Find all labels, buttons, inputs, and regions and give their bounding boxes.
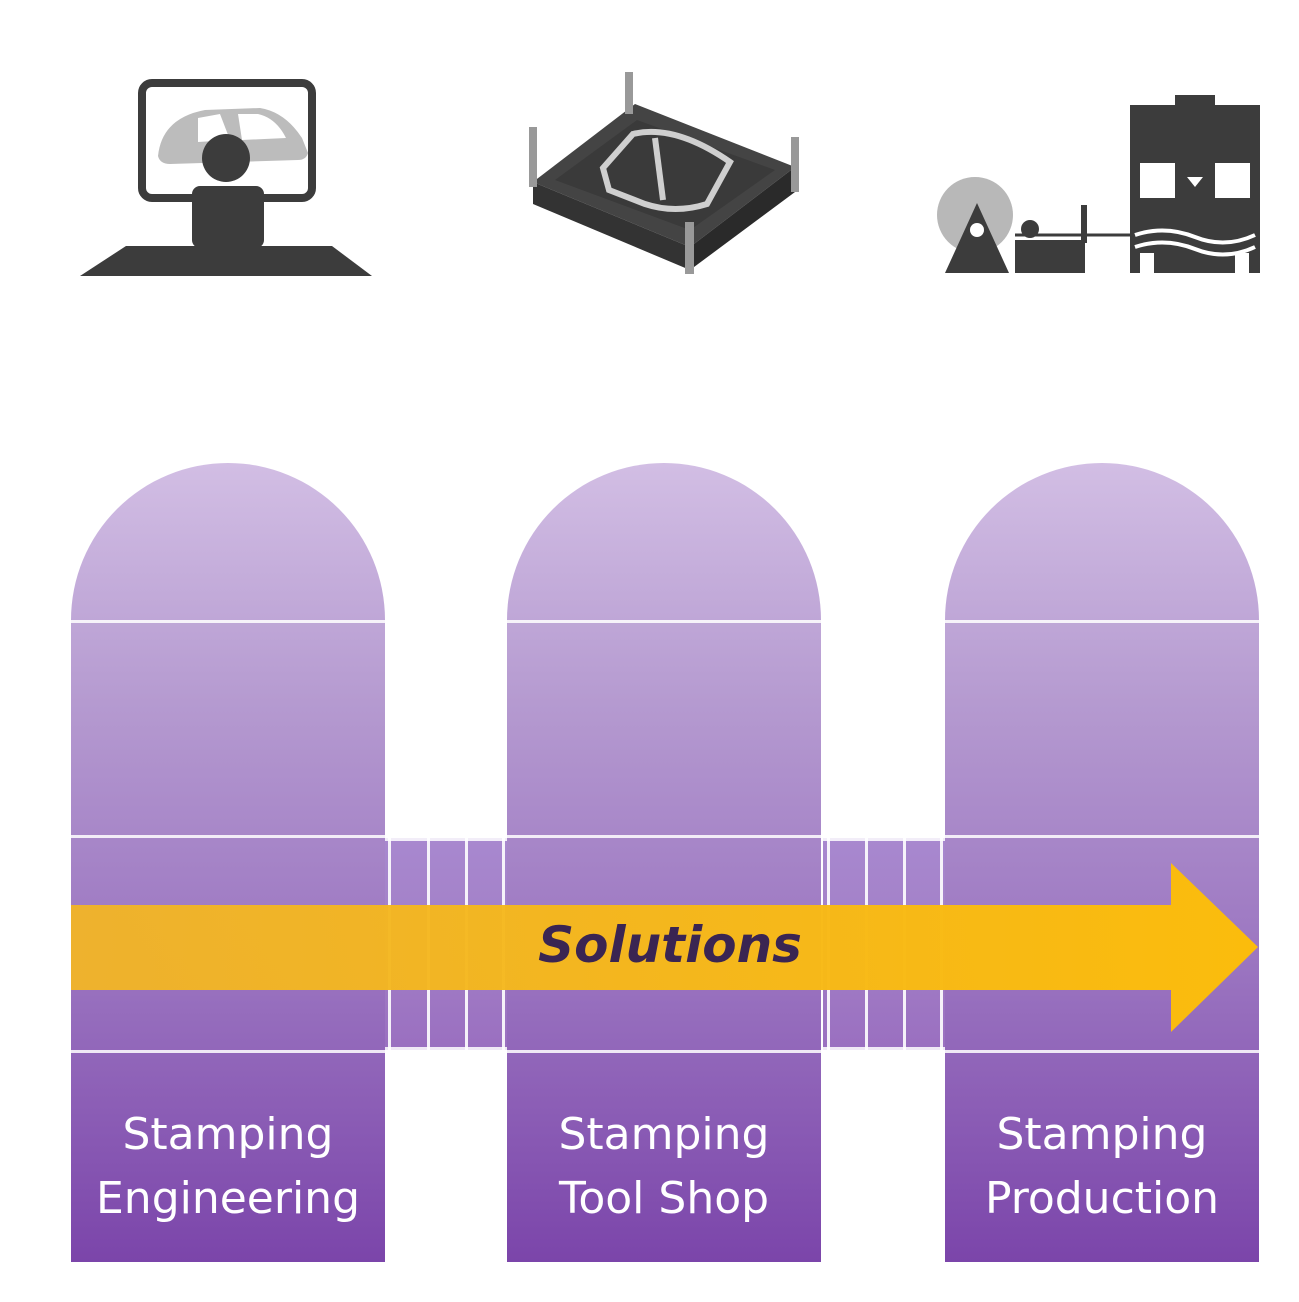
stage-label: Stamping Production <box>984 1109 1220 1224</box>
stage-label: Stamping Engineering <box>96 1109 360 1224</box>
stage-pillar-engineering: Stamping Engineering <box>71 463 385 1262</box>
stage-pillar-tool-shop: Stamping Tool Shop <box>507 463 821 1262</box>
stage-label: Stamping Tool Shop <box>558 1109 770 1224</box>
solutions-label: Solutions <box>538 916 802 974</box>
stage-pillar-production: Stamping Production <box>945 463 1259 1262</box>
engineer-workstation-icon <box>80 79 372 276</box>
press-line-icon <box>937 95 1260 273</box>
solutions-arrow <box>71 863 1258 1032</box>
stamping-die-icon <box>529 72 799 274</box>
